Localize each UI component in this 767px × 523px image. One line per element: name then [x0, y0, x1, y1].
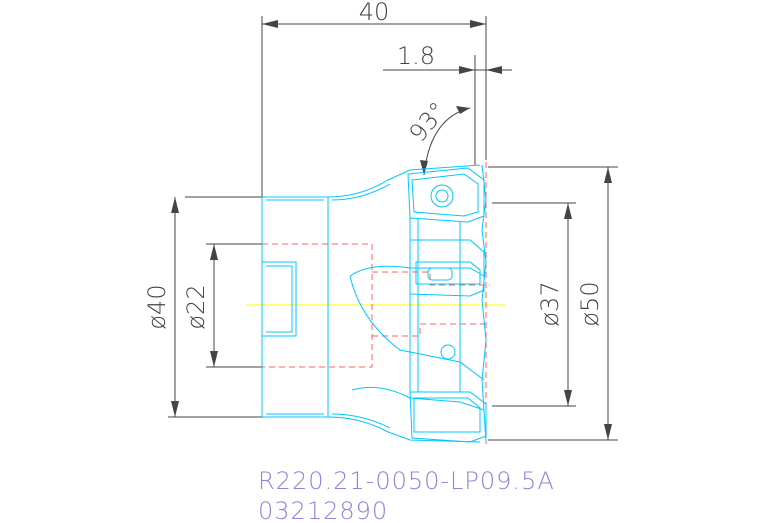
body-inner	[331, 183, 391, 429]
hidden-lower	[372, 323, 490, 337]
key-slot-inner	[266, 265, 293, 333]
insert-top-screw	[430, 184, 454, 208]
insert-top-screw-head	[435, 189, 449, 203]
arrow-40v-bottom	[171, 401, 179, 417]
dim-dia40-label: ø40	[143, 284, 171, 329]
arrow-37-bottom	[564, 390, 572, 406]
arrow-22-top	[210, 244, 218, 260]
hidden-bore	[262, 243, 373, 368]
insert-top-inner	[411, 173, 479, 217]
hidden-upper	[372, 271, 490, 286]
insert-low	[409, 391, 487, 443]
insert-mid-inner	[415, 261, 481, 285]
arrow-40-right	[470, 20, 486, 28]
dim-angle-label: 93°	[404, 97, 453, 148]
shank-inner	[266, 199, 324, 415]
key-slot	[262, 261, 297, 337]
arrow-50-bottom	[604, 424, 612, 440]
body-bottom	[327, 416, 481, 443]
dim-1.8-label: 1.8	[397, 42, 435, 70]
insert-low-inner	[413, 397, 481, 433]
part-number: 03212890	[258, 497, 388, 523]
arrow-40v-top	[171, 197, 179, 213]
dim-40-label: 40	[359, 0, 390, 26]
dimension-lines	[168, 16, 618, 441]
cutter-body	[261, 164, 487, 443]
arrow-1.8-left	[459, 66, 475, 74]
dim-dia50-label: ø50	[576, 281, 604, 326]
part-code: R220.21-0050-LP09.5A	[258, 467, 555, 495]
arrow-angle-top	[456, 106, 470, 114]
arrowheads	[171, 20, 612, 440]
arrow-37-top	[564, 203, 572, 219]
arrow-angle-bottom	[420, 160, 428, 175]
arrow-50-top	[604, 167, 612, 183]
pocket-mid-top	[349, 265, 485, 292]
dim-dia22-label: ø22	[182, 284, 210, 329]
arrow-40-left	[262, 20, 278, 28]
insert-mid-screw	[427, 267, 453, 281]
body-top	[327, 164, 481, 198]
pocket-mid-curve	[349, 275, 485, 381]
arrow-22-bottom	[210, 351, 218, 367]
dim-dia37-label: ø37	[536, 281, 564, 326]
coolant-hole	[440, 344, 456, 360]
arrow-1.8-right	[486, 66, 502, 74]
shank-outline	[261, 196, 329, 418]
